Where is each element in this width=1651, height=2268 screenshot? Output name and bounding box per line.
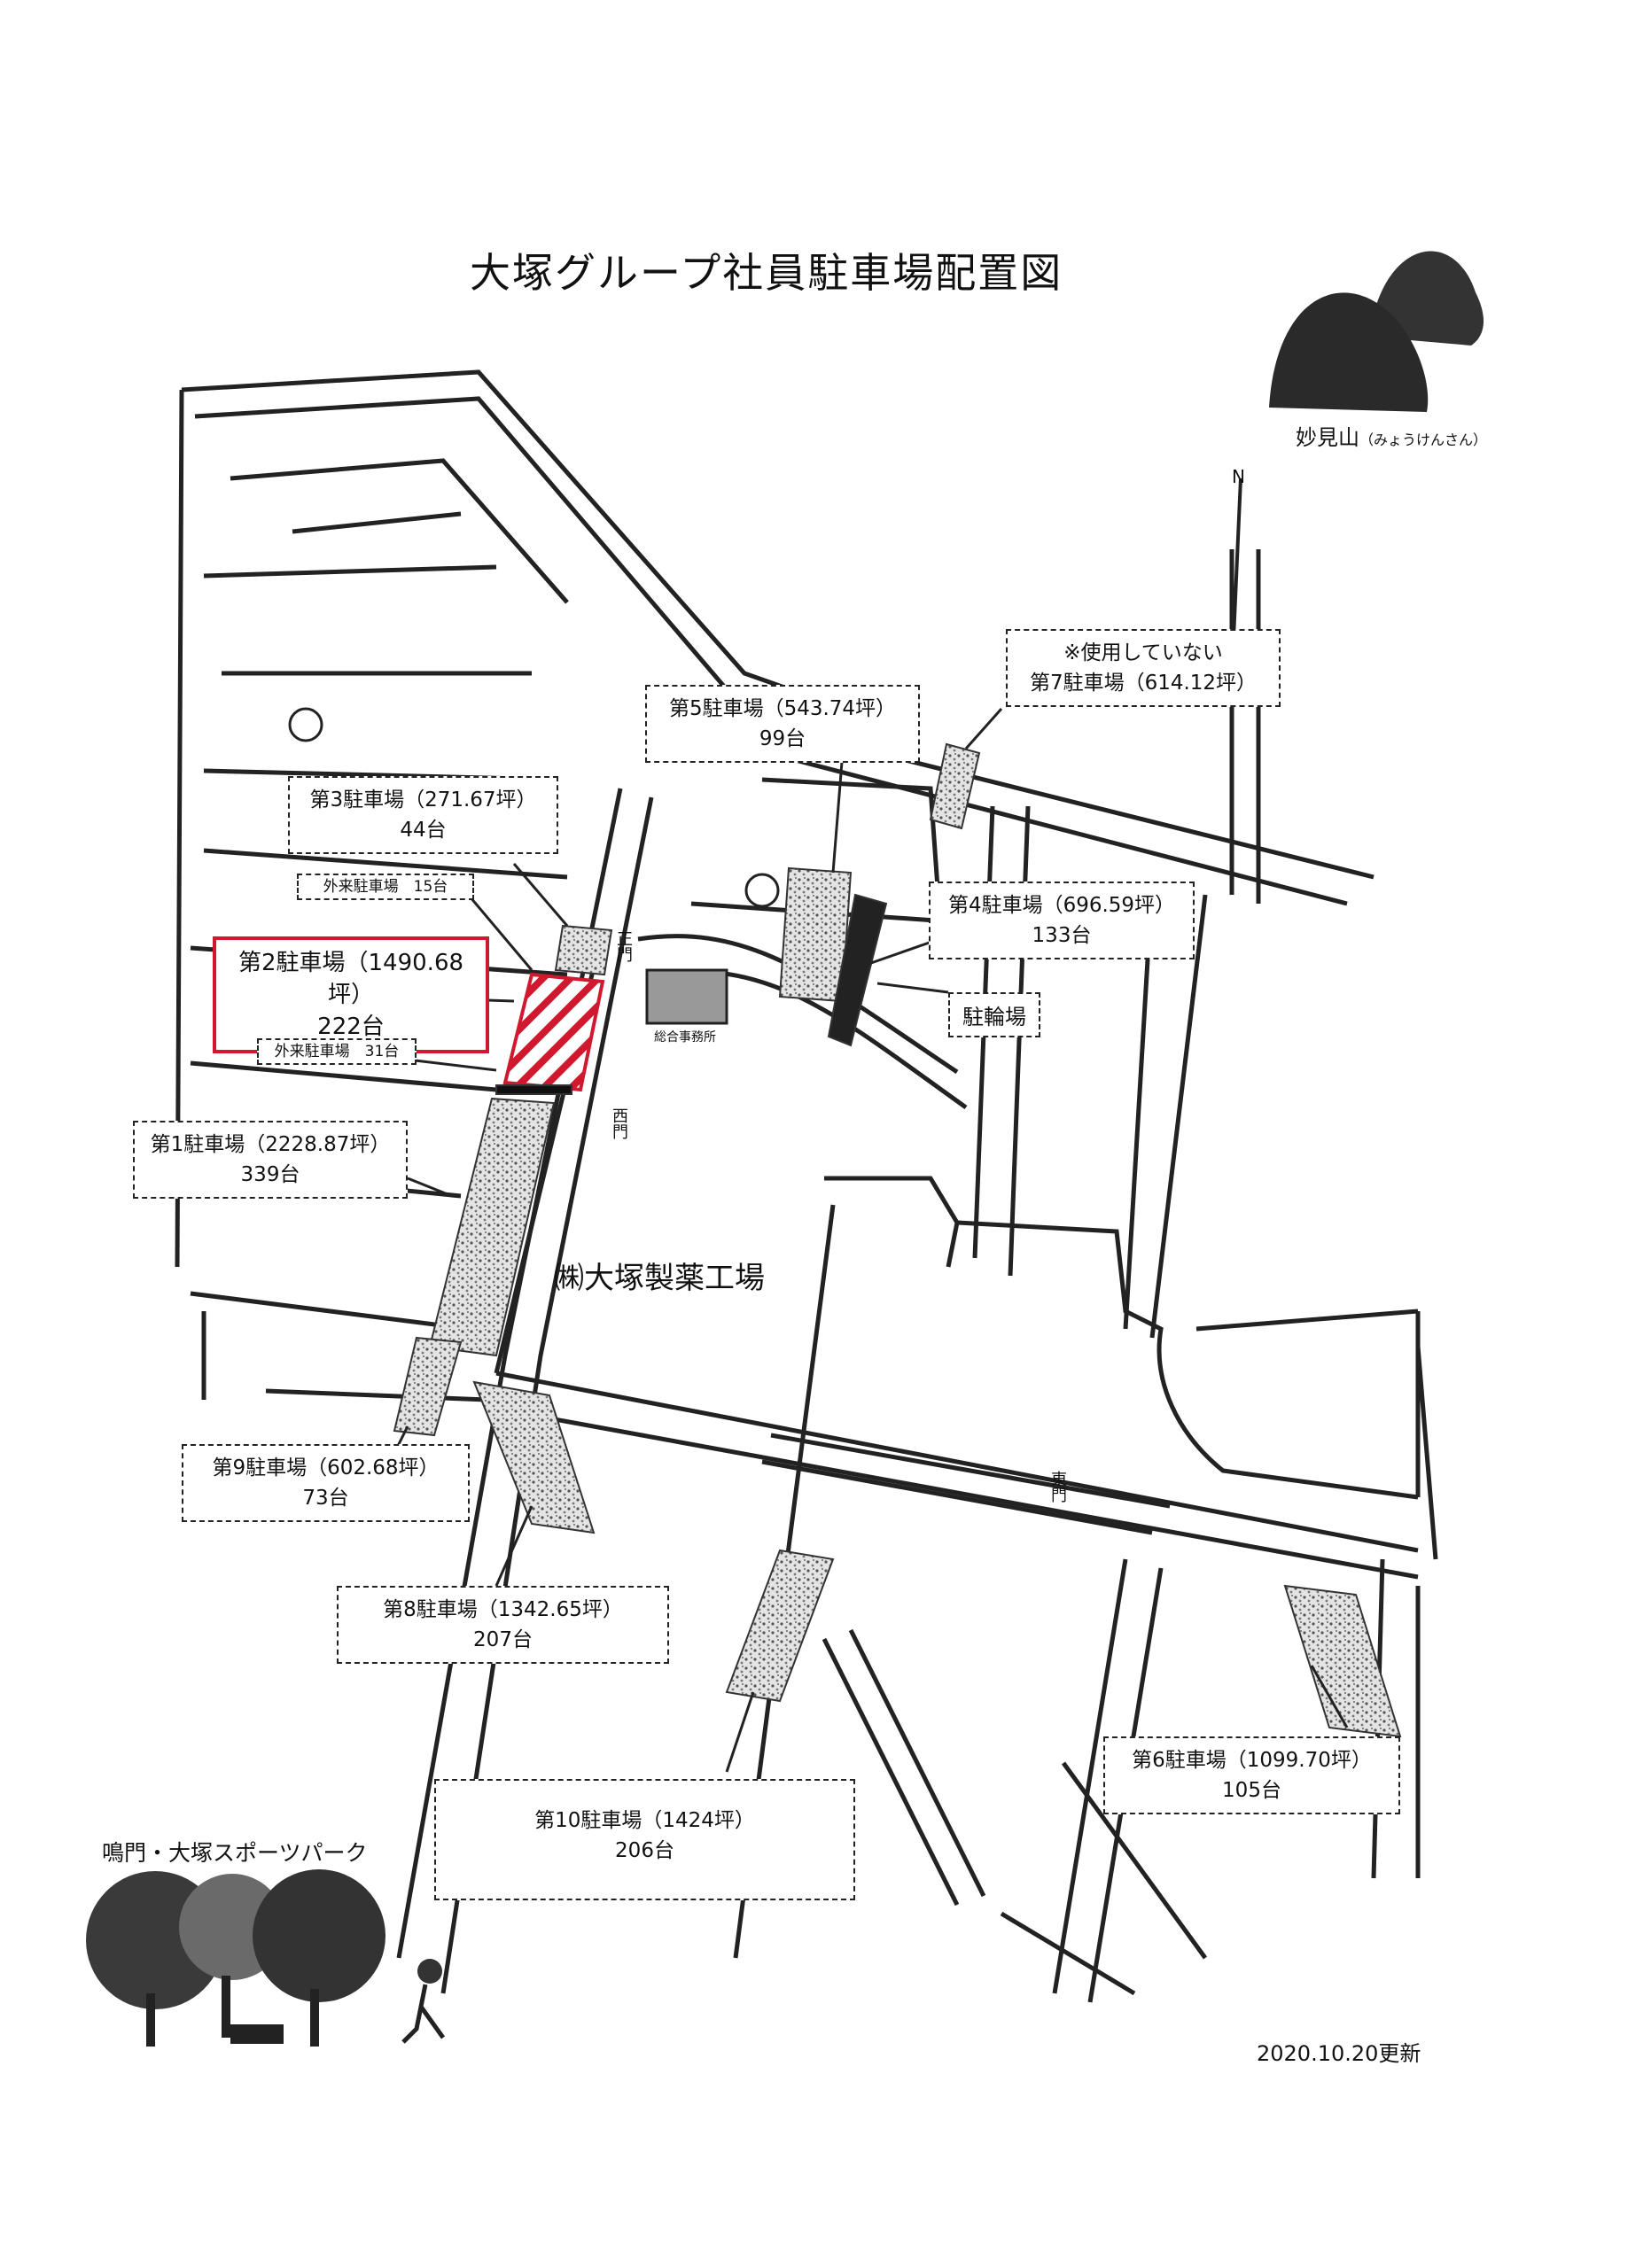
label-p7[interactable]: ※使用していない 第7駐車場（614.12坪） (1006, 629, 1281, 707)
east-gate-label: 東門 (1048, 1471, 1067, 1503)
mountain-label: 妙見山（みょうけんさん） (1296, 425, 1488, 450)
compass (1232, 478, 1242, 639)
lot-area-p9[interactable] (393, 1336, 463, 1437)
lot-area-p2[interactable] (502, 972, 605, 1092)
label-p3[interactable]: 第3駐車場（271.67坪） 44台 (288, 776, 558, 854)
parking-lot-areas (393, 742, 1402, 1738)
label-visitor-15[interactable]: 外来駐車場 15台 (297, 874, 474, 900)
lot-area-p3 (554, 924, 613, 976)
tree-symbols (288, 707, 780, 908)
label-p9[interactable]: 第9駐車場（602.68坪） 73台 (182, 1444, 470, 1522)
lot-area-p6[interactable] (1283, 1584, 1402, 1738)
lot-area-p1[interactable] (428, 1097, 556, 1357)
mountain-illustration (1269, 251, 1484, 412)
label-p6[interactable]: 第6駐車場（1099.70坪） 105台 (1103, 1736, 1400, 1814)
lot-area-p4 (827, 893, 888, 1047)
park-label: 鳴門・大塚スポーツパーク (102, 1840, 368, 1866)
office-building (645, 968, 728, 1025)
lot-area-p7 (929, 742, 981, 830)
updated-date: 2020.10.20更新 (1257, 2041, 1421, 2066)
label-bicycle-parking[interactable]: 駐輪場 (948, 992, 1040, 1037)
lot-area-p10[interactable] (725, 1549, 835, 1703)
label-p10[interactable]: 第10駐車場（1424坪） 206台 (434, 1779, 855, 1900)
west-gate-label: 西門 (610, 1107, 628, 1139)
office-label: 総合事務所 (654, 1030, 716, 1045)
lot-area-p8[interactable] (472, 1380, 596, 1534)
label-visitor-31[interactable]: 外来駐車場 31台 (257, 1038, 417, 1065)
label-p1[interactable]: 第1駐車場（2228.87坪） 339台 (133, 1121, 408, 1199)
label-p8[interactable]: 第8駐車場（1342.65坪） 207台 (337, 1586, 669, 1664)
lot-area-visitor-31 (495, 1084, 572, 1095)
factory-label: ㈱大塚製薬工場 (554, 1261, 765, 1296)
label-p5[interactable]: 第5駐車場（543.74坪） 99台 (645, 685, 920, 763)
compass-label: N (1232, 466, 1245, 487)
label-p2[interactable]: 第2駐車場（1490.68坪） 222台 (213, 936, 489, 1053)
label-p4[interactable]: 第4駐車場（696.59坪） 133台 (929, 882, 1195, 959)
south-gate-label: 正門 (614, 930, 633, 962)
park-illustration (86, 1869, 446, 2047)
page-title: 大塚グループ社員駐車場配置図 (470, 249, 1063, 297)
